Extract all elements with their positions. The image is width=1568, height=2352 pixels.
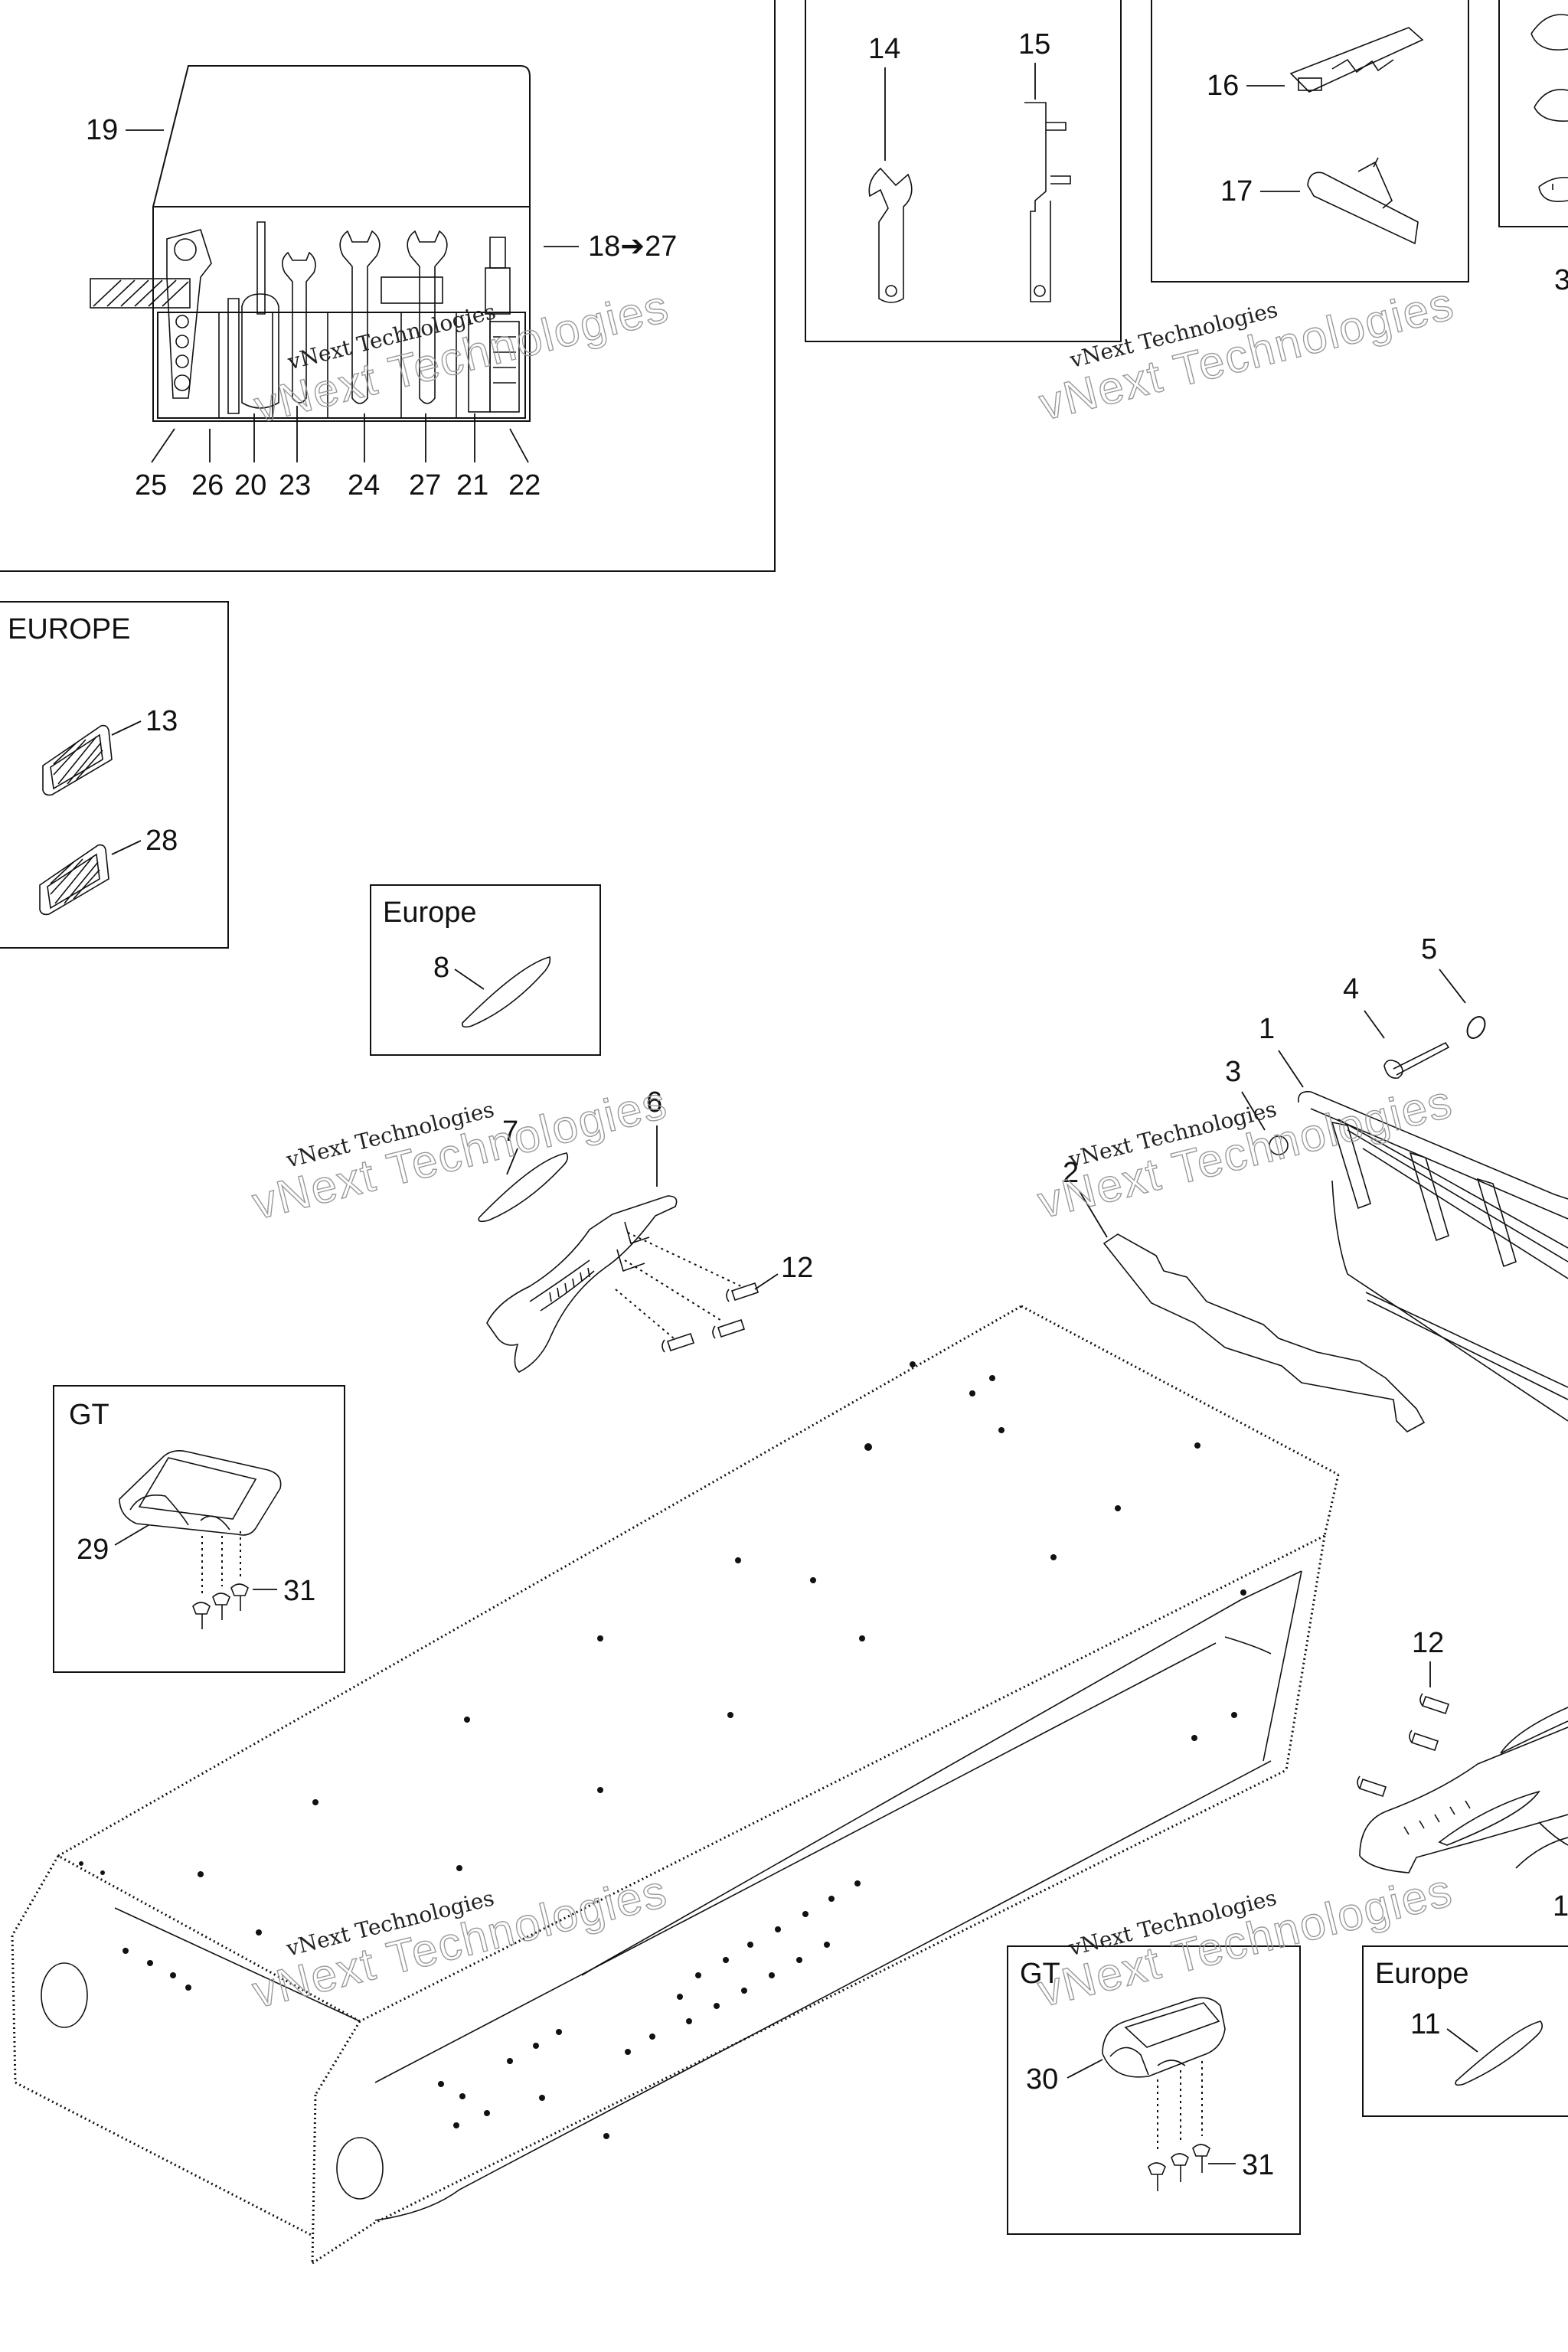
- callout-26: 26: [191, 469, 224, 501]
- callout-11: 11: [1410, 2008, 1440, 2040]
- callout-3: 3: [1225, 1056, 1241, 1088]
- callout-21: 21: [456, 469, 488, 501]
- watermark-1: vNext Technologies vNext Technologies: [249, 279, 675, 433]
- callout-15: 15: [1018, 28, 1050, 60]
- callout-30: 30: [1026, 2063, 1058, 2096]
- part-10-footrest: [1359, 1707, 1568, 1873]
- part-3-washer: [1269, 1135, 1289, 1155]
- callout-23: 23: [279, 469, 311, 501]
- part-13-grille: [42, 724, 113, 796]
- part-14-wrench: [868, 167, 913, 303]
- callout-22: 22: [508, 469, 541, 501]
- callout-17: 17: [1220, 175, 1253, 207]
- part-28-grille: [39, 844, 109, 916]
- part-4-rivet: [1383, 1041, 1450, 1079]
- part-16-strap: [1289, 27, 1424, 93]
- europe-11-box: [1362, 1945, 1568, 2117]
- europe-8-title: Europe: [383, 897, 477, 929]
- gt-right-title: GT: [1020, 1958, 1060, 1990]
- callout-1: 1: [1259, 1013, 1275, 1045]
- europe-upper-title: EUROPE: [8, 613, 130, 645]
- watermark-4: vNext Technologies vNext Technologies: [1032, 1075, 1458, 1229]
- callout-2: 2: [1063, 1157, 1079, 1189]
- gt-right-box: [1007, 1945, 1301, 2235]
- parts-panel-right: [1498, 0, 1568, 227]
- callout-24: 24: [348, 469, 380, 501]
- callout-27: 27: [409, 469, 441, 501]
- gt-left-title: GT: [69, 1399, 109, 1431]
- screws-12-right: [1357, 1693, 1450, 1798]
- part-15-bracket: [1024, 102, 1071, 302]
- europe-upper-box: [0, 601, 229, 949]
- callout-5: 5: [1421, 933, 1437, 965]
- callout-1-partial: 1: [1553, 1890, 1568, 1922]
- callout-7: 7: [502, 1116, 518, 1148]
- callout-6: 6: [646, 1086, 662, 1119]
- part-8-decal: [461, 956, 551, 1028]
- callout-12-left: 12: [781, 1252, 813, 1284]
- part-7-decal: [478, 1152, 569, 1223]
- callout-3-partial: 3: [1554, 264, 1568, 296]
- part-29-footrest-pad: [119, 1450, 282, 1536]
- partial-parts-right: [1530, 14, 1568, 202]
- part-11-decal: [1455, 2020, 1544, 2086]
- part-17-clip: [1307, 157, 1419, 245]
- callout-25: 25: [135, 469, 167, 501]
- callout-16: 16: [1207, 70, 1239, 102]
- callout-4: 4: [1343, 973, 1359, 1005]
- tool-kit-bottom-callouts: 25 26 20 23 24 27 21 22: [135, 469, 541, 501]
- part-2-flap: [1102, 1233, 1426, 1432]
- callout-31-right: 31: [1242, 2149, 1274, 2181]
- callout-14: 14: [868, 33, 900, 65]
- wrench-panel: [805, 0, 1122, 342]
- callout-31-left: 31: [283, 1575, 315, 1607]
- parts-panel-16-17: [1151, 0, 1469, 283]
- gt-left-box: [53, 1385, 345, 1673]
- screws-31-left: [192, 1583, 249, 1629]
- watermark-3: vNext Technologies vNext Technologies: [247, 1076, 673, 1230]
- screws-31-right: [1148, 2144, 1210, 2191]
- callout-28: 28: [145, 825, 178, 857]
- callout-18-27: 18➔27: [588, 230, 677, 263]
- part-6-side-panel: [486, 1195, 678, 1373]
- europe-8-box: [370, 884, 601, 1056]
- screws-12-left: [662, 1282, 760, 1353]
- callout-20: 20: [234, 469, 266, 501]
- part-30-footrest-pad: [1102, 1997, 1226, 2078]
- part-5-grommet: [1466, 1016, 1486, 1039]
- europe-11-title: Europe: [1375, 1958, 1469, 1990]
- callout-13: 13: [145, 705, 178, 737]
- callout-29: 29: [77, 1534, 109, 1566]
- callout-19: 19: [86, 114, 118, 146]
- callout-8: 8: [433, 952, 449, 984]
- callout-12-right: 12: [1412, 1627, 1444, 1659]
- tunnel-body: [11, 1305, 1340, 2265]
- tool-kit-panel: [0, 0, 776, 572]
- watermark-6: vNext Technologies vNext Technologies: [1032, 1864, 1458, 2017]
- tool-bag: [90, 65, 531, 422]
- part-1-bumper: [1298, 1090, 1568, 1422]
